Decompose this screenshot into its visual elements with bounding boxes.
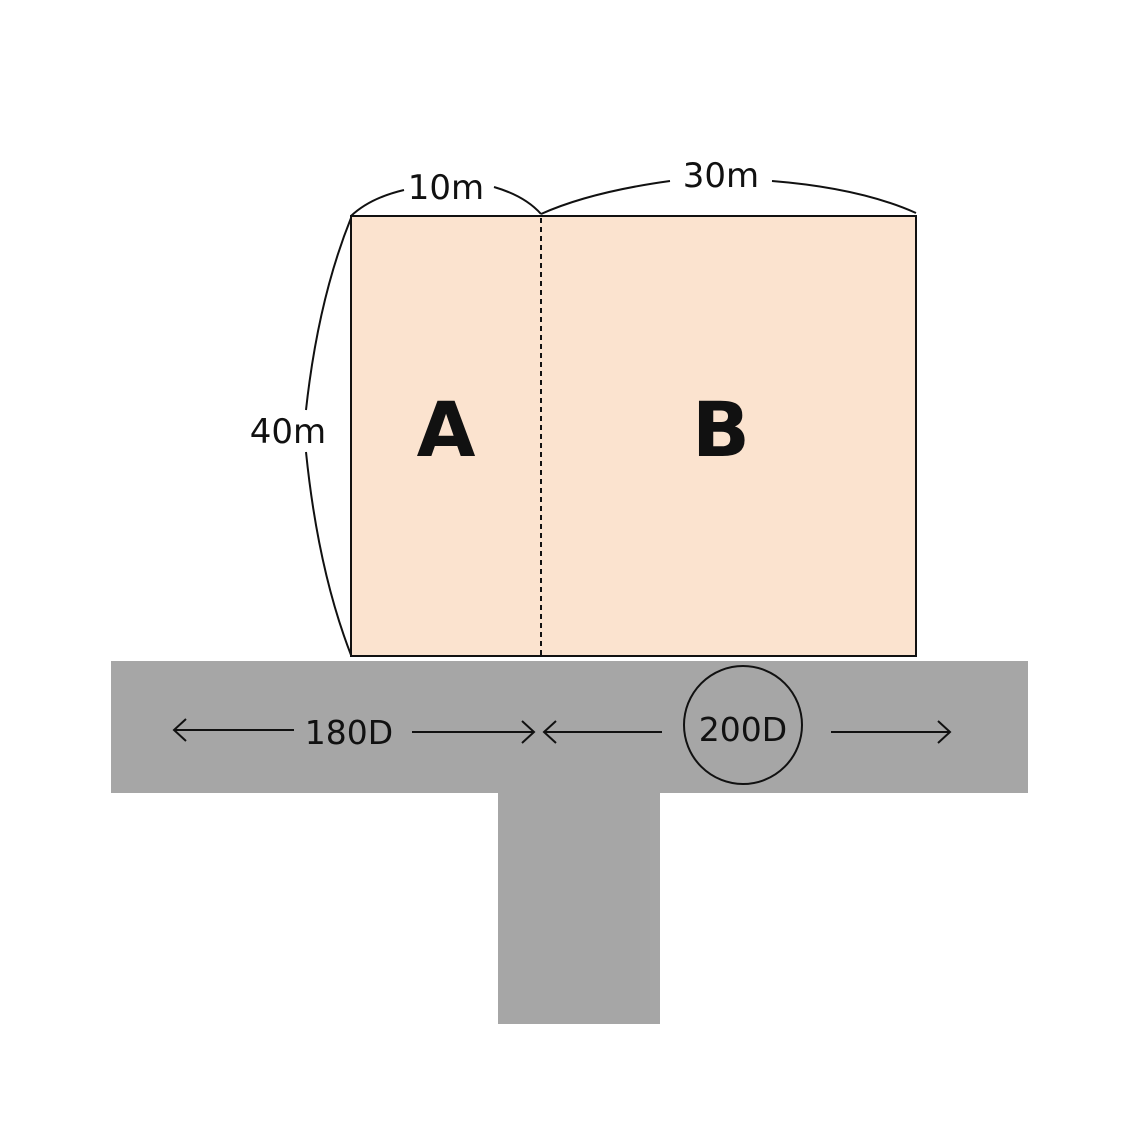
lot-a-label: A xyxy=(417,385,476,474)
road-left-arrowhead-left xyxy=(172,718,187,742)
road-right-value-circle xyxy=(683,665,803,785)
dimension-arc-width-b-left xyxy=(540,180,671,215)
dimension-arc-depth-bottom xyxy=(305,451,352,656)
dimension-arc-width-b-right xyxy=(771,180,917,214)
dimension-width-a: 10m xyxy=(408,168,484,208)
road-left-arrowhead-right xyxy=(521,720,536,744)
main-road xyxy=(111,661,1028,793)
dimension-arc-width-a-left xyxy=(350,189,405,217)
dimension-arc-depth-top xyxy=(305,217,352,411)
side-road xyxy=(498,790,660,1024)
dimension-depth: 40m xyxy=(250,412,326,452)
dimension-arc-width-a-right xyxy=(493,186,542,215)
road-right-arrowhead-right xyxy=(937,720,952,744)
lot-a xyxy=(350,215,542,657)
road-left-value: 180D xyxy=(305,713,393,752)
road-right-value: 200D xyxy=(699,710,787,749)
road-right-arrowhead-left xyxy=(542,720,557,744)
lot-b-label: B xyxy=(692,385,750,474)
dimension-width-b: 30m xyxy=(683,156,759,196)
lot-b xyxy=(540,215,917,657)
